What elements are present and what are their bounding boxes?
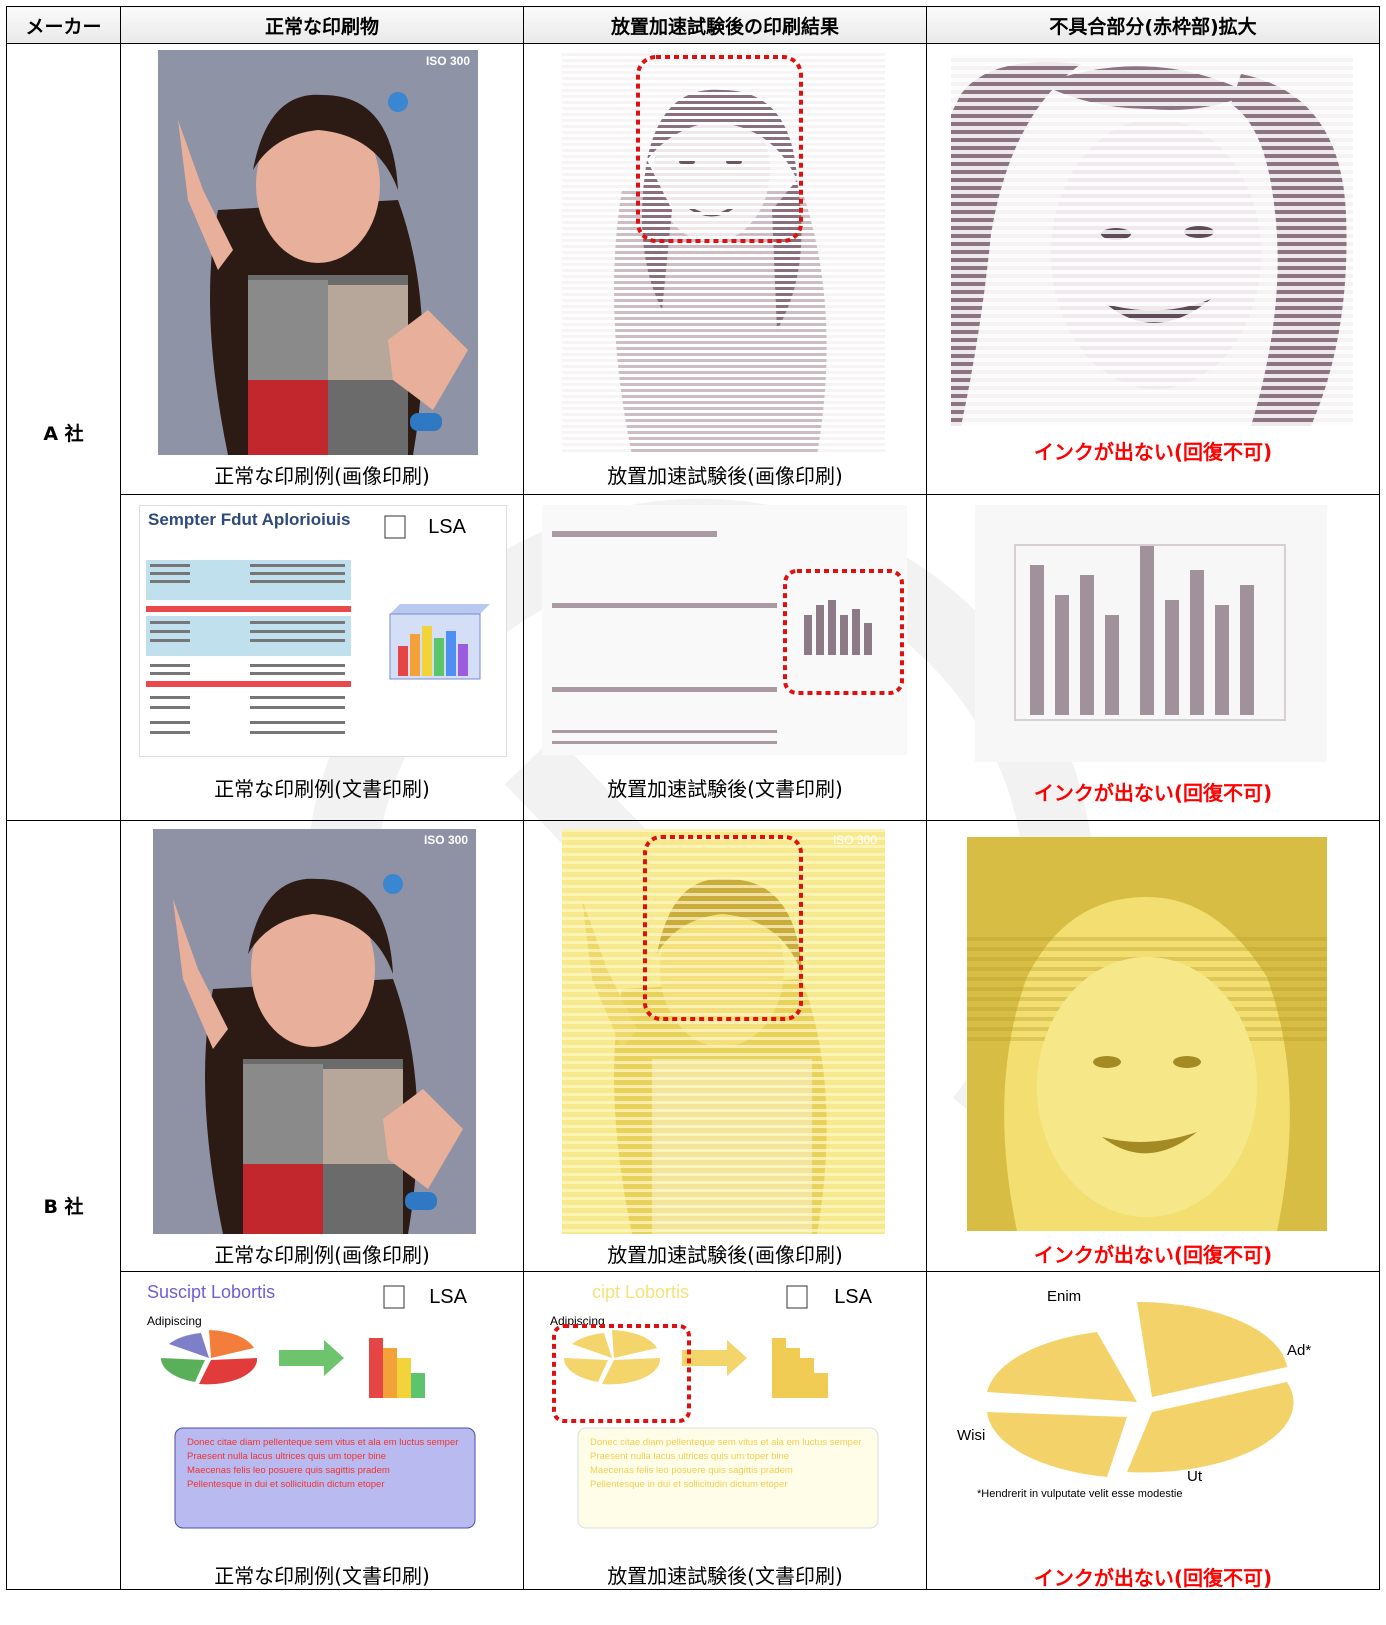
caption-defect-a-image: インクが出ない(回復不可) [1033, 440, 1273, 464]
b-defect-doc-zoom: Enim Ad* Wisi Ut *Hendrerit in vulputate… [947, 1282, 1357, 1530]
bullet-4: Pellentesque in dui et sollicitudin dict… [187, 1479, 385, 1490]
caption-defect-b-doc: インクが出ない(回復不可) [1033, 1566, 1273, 1590]
caption-normal-image: 正常な印刷例(画像印刷) [214, 464, 430, 488]
bullet-faded-2: Praesent nulla lacus ultrices quis um to… [590, 1451, 790, 1462]
caption-after-image: 放置加速試験後(画像印刷) [607, 464, 843, 488]
b-after-image-cell: ISO 300 放置加速試験後(画像印刷) [524, 821, 926, 1271]
adipiscing-label: Adipiscing [147, 1314, 202, 1328]
a-after-photo [562, 50, 885, 455]
bullet-faded-3: Maecenas felis leo posuere quis sagittis… [590, 1465, 793, 1476]
doc-a-title: Sempter Fdut Aplorioiuis [148, 510, 351, 529]
b-defect-image-cell: インクが出ない(回復不可) [927, 821, 1379, 1271]
a-after-image-cell: 放置加速試験後(画像印刷) [524, 44, 926, 494]
caption-normal-image-b: 正常な印刷例(画像印刷) [214, 1243, 430, 1267]
lsa-logo-text-b: LSA [429, 1286, 467, 1308]
bullet-1: Donec citae diam pellenteque sem vitus e… [187, 1437, 459, 1448]
a-after-doc-cell: 放置加速試験後(文書印刷) [524, 495, 926, 820]
header-normal-print: 正常な印刷物 [120, 6, 524, 44]
b-after-doc-cell: cipt Lobortis LSA Adipiscing [524, 1272, 926, 1589]
a-defect-zoom [951, 54, 1353, 426]
label-ad: Ad* [1287, 1342, 1312, 1359]
bullet-3: Maecenas felis leo posuere quis sagittis… [187, 1465, 390, 1476]
doc-b-bullets: Donec citae diam pellenteque sem vitus e… [187, 1436, 467, 1492]
header-defect-zoom: 不具合部分(赤枠部)拡大 [926, 6, 1380, 44]
caption-defect-b-image: インクが出ない(回復不可) [1033, 1243, 1273, 1267]
iso-label-b: ISO 300 [423, 833, 468, 847]
iso-label: ISO 300 [425, 54, 470, 68]
a-after-document [542, 505, 907, 755]
caption-normal-doc-b: 正常な印刷例(文書印刷) [214, 1564, 430, 1588]
a-normal-photo: ISO 300 [158, 50, 478, 455]
bullet-faded-4: Pellentesque in dui et sollicitudin dict… [590, 1479, 788, 1490]
doc-b-bullets-faded: Donec citae diam pellenteque sem vitus e… [590, 1436, 870, 1492]
header-after-test: 放置加速試験後の印刷結果 [523, 6, 927, 44]
b-normal-doc-cell: Suscipt Lobortis LSA Adipiscing [121, 1272, 523, 1589]
a-normal-document: Sempter Fdut Aplorioiuis LSA [139, 505, 507, 757]
b-normal-document: Suscipt Lobortis LSA Adipiscing [139, 1278, 507, 1538]
b-normal-photo: ISO 300 [153, 829, 476, 1234]
doc-b-title: Suscipt Lobortis [147, 1282, 276, 1302]
b-after-photo: ISO 300 [562, 829, 885, 1234]
b-normal-image-cell: ISO 300 正常な印刷例(画像印刷) [121, 821, 523, 1271]
a-defect-image-cell: インクが出ない(回復不可) [927, 44, 1379, 494]
caption-after-doc-b: 放置加速試験後(文書印刷) [607, 1564, 843, 1588]
label-wisi: Wisi [957, 1427, 986, 1444]
a-normal-doc-cell: Sempter Fdut Aplorioiuis LSA [121, 495, 523, 820]
caption-defect-a-doc: インクが出ない(回復不可) [1033, 781, 1273, 805]
iso-label-b-faded: ISO 300 [832, 833, 877, 847]
bullet-faded-1: Donec citae diam pellenteque sem vitus e… [590, 1437, 862, 1448]
lsa-logo-text-b2: LSA [834, 1286, 872, 1308]
b-after-document: cipt Lobortis LSA Adipiscing [542, 1278, 912, 1538]
label-enim: Enim [1047, 1288, 1082, 1305]
a-defect-doc-cell: インクが出ない(回復不可) [927, 495, 1379, 820]
b-defect-doc-cell: Enim Ad* Wisi Ut *Hendrerit in vulputate… [927, 1272, 1379, 1590]
maker-a: A 社 [6, 43, 121, 821]
a-defect-doc-zoom [975, 505, 1327, 762]
doc-b-title-faded: cipt Lobortis [592, 1282, 690, 1302]
label-hendrerit: *Hendrerit in vulputate velit esse modes… [977, 1488, 1183, 1500]
header-maker: メーカー [6, 6, 121, 44]
caption-normal-doc: 正常な印刷例(文書印刷) [214, 777, 430, 801]
comparison-table: メーカー 正常な印刷物 放置加速試験後の印刷結果 不具合部分(赤枠部)拡大 A … [6, 6, 1380, 1590]
label-ut: Ut [1187, 1468, 1202, 1485]
caption-after-image-b: 放置加速試験後(画像印刷) [607, 1243, 843, 1267]
bullet-2: Praesent nulla lacus ultrices quis um to… [187, 1451, 387, 1462]
lsa-logo-text: LSA [428, 516, 466, 538]
a-normal-image-cell: ISO 300 正常な印刷例(画像印刷) [121, 44, 523, 494]
caption-after-doc: 放置加速試験後(文書印刷) [607, 777, 843, 801]
maker-b: B 社 [6, 820, 121, 1590]
b-defect-zoom [967, 837, 1327, 1231]
